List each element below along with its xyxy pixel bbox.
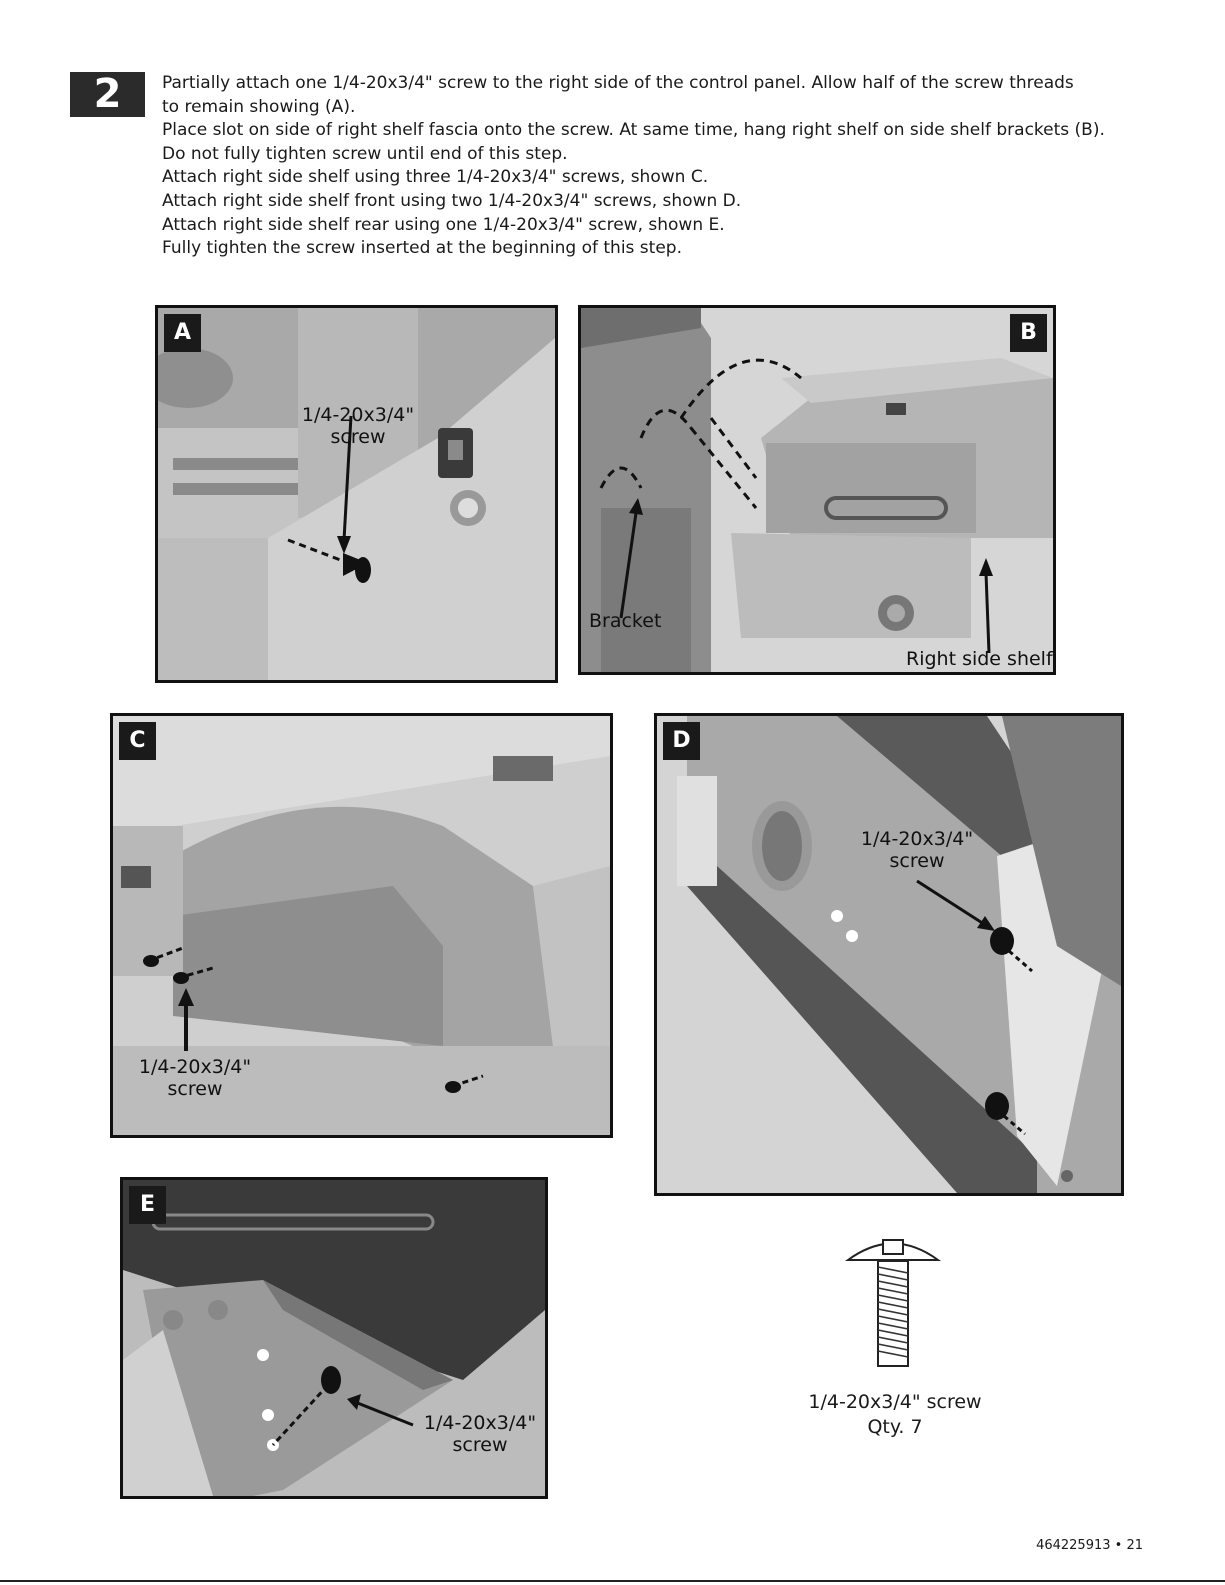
figure-c: C 1/4-20x3/4" screw [110, 713, 613, 1138]
screw-part-qty: Qty. 7 [867, 1416, 923, 1438]
figure-b: B Bracket Right side shelf [578, 305, 1056, 675]
figure-a-letter: A [164, 314, 201, 352]
instruction-line: Attach right side shelf using three 1/4-… [162, 167, 709, 188]
screw-part-caption: 1/4-20x3/4" screw Qty. 7 [760, 1390, 1030, 1440]
instruction-line: Partially attach one 1/4-20x3/4" screw t… [162, 73, 1074, 93]
figure-a-illustration [158, 308, 555, 680]
figure-c-letter: C [119, 722, 156, 760]
instruction-line: Attach right side shelf rear using one 1… [162, 214, 725, 235]
figure-b-illustration [581, 308, 1053, 672]
screw-part-icon [844, 1239, 942, 1367]
figure-b-bracket-label: Bracket [589, 610, 662, 632]
bottom-rule [0, 1580, 1225, 1582]
screw-part-name: 1/4-20x3/4" screw [808, 1391, 982, 1413]
figure-a-screw-label: 1/4-20x3/4" screw [301, 404, 415, 448]
figure-e-illustration [123, 1180, 545, 1496]
figure-a: A 1/4-20x3/4" screw [155, 305, 558, 683]
instruction-line: Do not fully tighten screw until end of … [162, 143, 568, 164]
instruction-line: Place slot on side of right shelf fascia… [162, 120, 1105, 141]
figure-b-shelf-label: Right side shelf [906, 648, 1053, 670]
instruction-line: Fully tighten the screw inserted at the … [162, 238, 682, 259]
figure-e-screw-label: 1/4-20x3/4" screw [423, 1412, 537, 1456]
figure-d-illustration [657, 716, 1121, 1193]
page-number: 464225913 • 21 [1036, 1538, 1143, 1553]
figure-d-letter: D [663, 722, 700, 760]
figure-d-screw-label: 1/4-20x3/4" screw [860, 828, 974, 872]
figure-e: E 1/4-20x3/4" screw [120, 1177, 548, 1499]
figure-d: D 1/4-20x3/4" screw [654, 713, 1124, 1196]
instructions: Partially attach one 1/4-20x3/4" screw t… [162, 72, 1162, 261]
figure-b-letter: B [1010, 314, 1047, 352]
instruction-line: to remain showing (A). [162, 96, 356, 117]
figure-c-screw-label: 1/4-20x3/4" screw [138, 1056, 252, 1100]
step-number-badge: 2 [70, 72, 145, 117]
figure-e-letter: E [129, 1186, 166, 1224]
instruction-line: Attach right side shelf front using two … [162, 190, 742, 211]
figure-c-illustration [113, 716, 610, 1135]
